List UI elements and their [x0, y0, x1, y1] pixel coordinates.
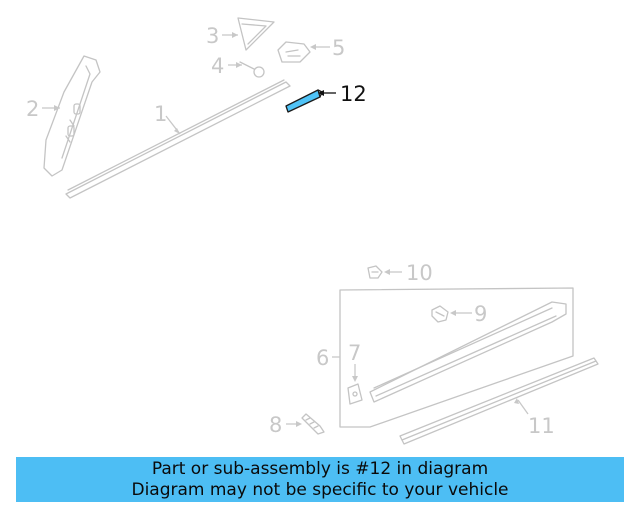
part-12-highlighted-strip — [285, 89, 323, 113]
callout-11: 11 — [528, 414, 555, 438]
part-2-pillar-trim — [43, 55, 101, 177]
callout-3: 3 — [206, 24, 219, 48]
callout-12: 12 — [340, 82, 367, 106]
info-banner: Part or sub-assembly is #12 in diagram D… — [16, 457, 624, 502]
part-10-push-pin — [367, 265, 383, 279]
callout-9: 9 — [474, 302, 487, 326]
part-9-fastener — [431, 305, 449, 323]
part-6-door-moulding — [369, 301, 567, 403]
callout-1: 1 — [154, 102, 167, 126]
banner-line-2: Diagram may not be specific to your vehi… — [131, 479, 509, 500]
callout-labels: 1 2 3 4 5 6 7 8 9 10 11 12 — [26, 24, 555, 438]
part-1-belt-moulding — [65, 79, 291, 199]
banner-line-1: Part or sub-assembly is #12 in diagram — [151, 458, 489, 479]
callout-5: 5 — [332, 36, 345, 60]
callout-4: 4 — [211, 54, 224, 78]
part-7-clip — [347, 383, 363, 405]
callout-7: 7 — [348, 341, 361, 365]
part-5-bracket — [277, 41, 311, 63]
part-11-lower-strip — [399, 357, 599, 445]
leader-lines — [42, 32, 529, 427]
callout-10: 10 — [406, 261, 433, 285]
part-4-screw — [239, 61, 265, 78]
part-6-door-outline — [339, 287, 574, 428]
callout-6: 6 — [316, 346, 329, 370]
part-8-screw — [301, 413, 325, 435]
callout-8: 8 — [269, 413, 282, 437]
part-3-triangle-applique — [237, 17, 275, 51]
callout-2: 2 — [26, 97, 39, 121]
